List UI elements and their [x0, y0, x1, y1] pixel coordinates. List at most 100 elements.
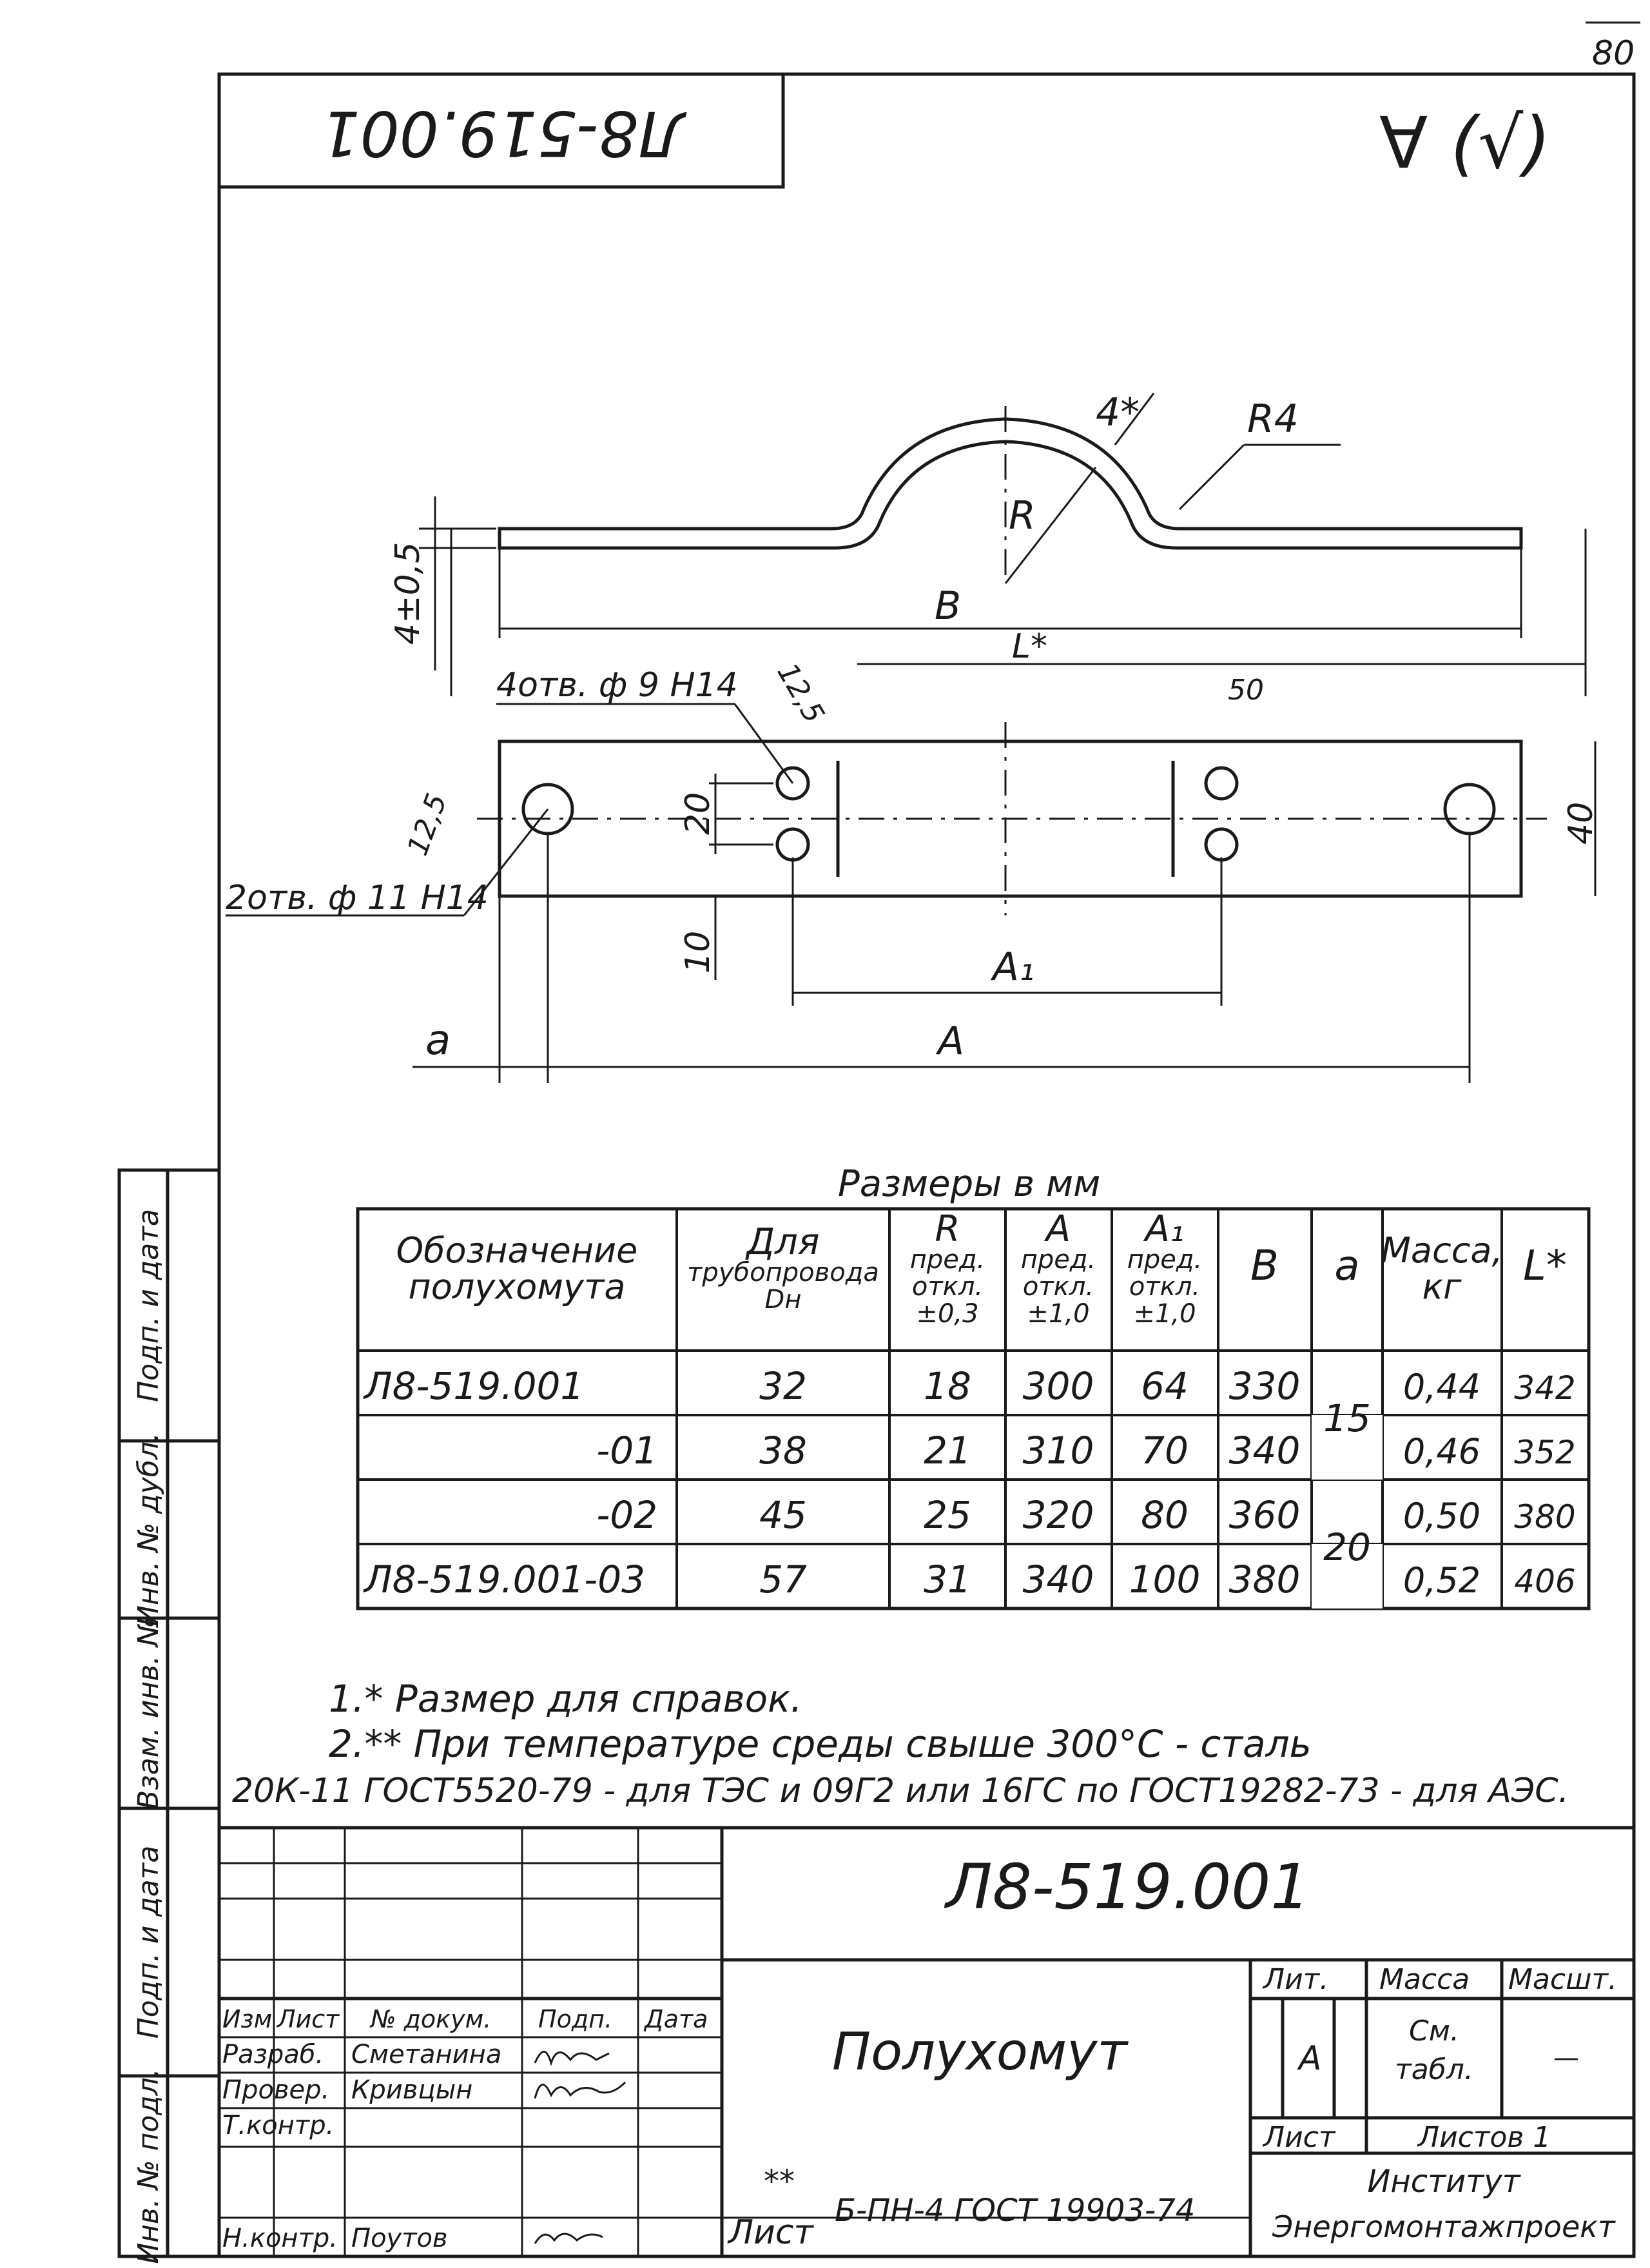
profile-view: R 4* R4 4±0,5 B L*	[389, 390, 1587, 696]
side-stamp-label: Инв. № дубл.	[132, 1432, 165, 1627]
mass-value: См.табл.	[1395, 2015, 1473, 2086]
cell-a1: 70	[1141, 1429, 1189, 1472]
org-line-2: Энергомонтажпроект	[1272, 2209, 1616, 2244]
title-code: Л8-519.001	[944, 1851, 1310, 1923]
tkontr-label: Т.контр.	[222, 2111, 334, 2140]
cell-r: 18	[924, 1364, 971, 1408]
holes-large-label: 2отв. ф 11 Н14	[226, 879, 489, 917]
dimension-table-grid	[356, 1207, 1591, 1610]
nkontr-label: Н.контр.	[222, 2224, 338, 2253]
cell-l: 380	[1514, 1498, 1575, 1536]
cell-l: 342	[1514, 1369, 1575, 1407]
dim-20: 20	[679, 792, 717, 835]
dim-a1: A₁	[990, 944, 1034, 990]
cell-a-merged: 15	[1323, 1396, 1371, 1440]
razrab-signature	[534, 2051, 610, 2067]
cell-dn: 32	[759, 1364, 807, 1408]
title-name: Полухомут	[832, 2022, 1129, 2082]
dim-50: 50	[1228, 674, 1264, 707]
cell-b: 360	[1229, 1493, 1301, 1537]
cell-designation: Л8-519.001-03	[363, 1558, 645, 1601]
corner-code: Л8-519.001	[321, 97, 687, 170]
cell-a1: 100	[1129, 1558, 1201, 1601]
hole-small-left-bottom	[775, 827, 810, 862]
cell-a: 310	[1023, 1429, 1094, 1472]
side-stamp-label: Подп. и дата	[132, 1209, 165, 1402]
col-doc: № докум.	[369, 2005, 491, 2033]
side-stamp-label: Взам. инв. №	[132, 1617, 165, 1810]
note-1: 1.* Размер для справок.	[329, 1677, 802, 1721]
side-stamp-label: Инв. № подл.	[132, 2068, 165, 2264]
holes-small-leader	[733, 703, 794, 784]
dim-l: L*	[1012, 627, 1047, 666]
cell-a1: 64	[1141, 1364, 1189, 1408]
cell-dn: 45	[759, 1493, 807, 1537]
hole-large-left	[521, 783, 574, 836]
scale-label: Масшт.	[1508, 1963, 1617, 1996]
col-list: Лист	[276, 2005, 340, 2033]
nkontr-signature	[534, 2233, 603, 2244]
dim-radius: R	[1009, 493, 1036, 538]
plan-view: 4отв. ф 9 Н14 12,5 2отв. ф 11 Н14 12,5 5…	[226, 658, 1600, 1083]
scale-value: —	[1553, 2043, 1579, 2073]
material-marks: **	[764, 2164, 795, 2200]
cell-designation: Л8-519.001	[363, 1364, 584, 1408]
cell-mass: 0,50	[1403, 1496, 1480, 1536]
fillet-leader	[1178, 444, 1245, 511]
note-3: 20К-11 ГОСТ5520-79 - для ТЭС и 09Г2 или …	[232, 1772, 1569, 1810]
prover-name: Кривцын	[351, 2075, 472, 2105]
cell-b: 330	[1229, 1364, 1301, 1408]
prover-label: Провер.	[222, 2075, 329, 2105]
razrab-name: Сметанина	[351, 2040, 501, 2069]
lit-label: Лит.	[1262, 1963, 1328, 1996]
col-date: Дата	[643, 2005, 708, 2033]
thickness-leader	[1114, 393, 1155, 445]
cell-r: 31	[924, 1558, 971, 1601]
dim-b: B	[935, 583, 961, 629]
cell-a: 300	[1023, 1364, 1094, 1408]
cell-l: 352	[1514, 1434, 1575, 1471]
sheets-label: Листов 1	[1417, 2121, 1551, 2154]
prover-signature	[534, 2081, 626, 2099]
cell-mass: 0,44	[1403, 1367, 1480, 1407]
cell-a: 340	[1023, 1558, 1094, 1601]
note-2: 2.** При температуре среды свыше 300°С -…	[329, 1722, 1312, 1766]
page-number: 80	[1592, 34, 1635, 73]
cell-b: 380	[1229, 1558, 1301, 1601]
cell-a-merged: 20	[1323, 1525, 1371, 1569]
cell-dn: 38	[759, 1429, 807, 1472]
cell-a1: 80	[1141, 1493, 1189, 1537]
table-header-cell: Масса,кг	[1381, 1230, 1502, 1307]
hole-small-left-top	[775, 766, 810, 801]
cell-r: 21	[924, 1429, 971, 1472]
cell-b: 340	[1229, 1429, 1301, 1472]
cell-r: 25	[924, 1493, 971, 1537]
dim-10: 10	[679, 931, 717, 973]
holes-small-label: 4отв. ф 9 Н14	[496, 666, 738, 705]
cell-mass: 0,52	[1403, 1560, 1480, 1601]
mass-label: Масса	[1379, 1963, 1470, 1996]
cell-dn: 57	[759, 1558, 807, 1601]
cell-a: 320	[1023, 1493, 1094, 1537]
cell-designation: -01	[596, 1429, 657, 1472]
cell-designation: -02	[596, 1493, 657, 1537]
hole-small-right-bottom	[1204, 827, 1239, 862]
col-izm: Изм	[222, 2005, 272, 2033]
cell-l: 406	[1514, 1563, 1575, 1600]
nkontr-name: Поутов	[351, 2224, 448, 2253]
sheet-label: Лист	[1262, 2121, 1336, 2154]
rough-small: 12,5	[770, 658, 830, 728]
cell-mass: 0,46	[1403, 1431, 1480, 1472]
holes-large-leader	[463, 808, 549, 916]
table-header-cell: L*	[1523, 1242, 1567, 1290]
side-stamp-label: Подп. и дата	[132, 1846, 165, 2039]
side-stamp	[117, 1168, 221, 2258]
table-header-cell: B	[1250, 1242, 1279, 1290]
